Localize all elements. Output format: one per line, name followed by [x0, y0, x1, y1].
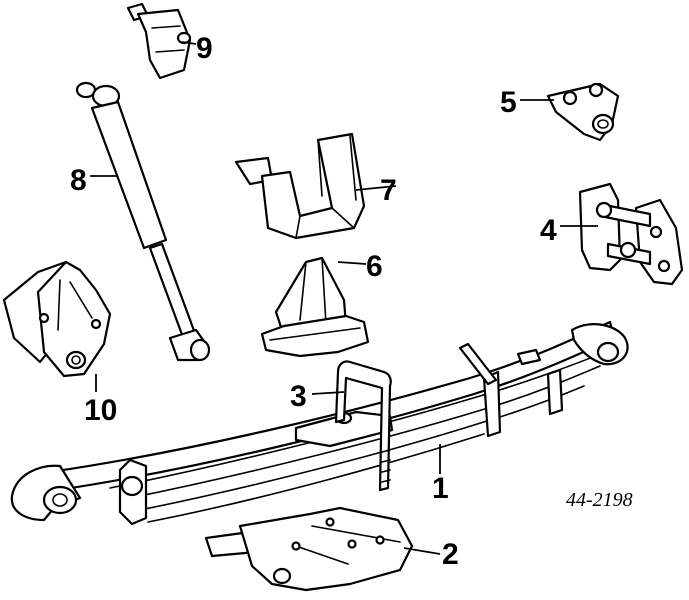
part-6-bump-stop [260, 256, 370, 358]
part-3-u-bolt [334, 360, 392, 492]
leader-2 [403, 547, 441, 555]
callout-9: 9 [196, 32, 213, 65]
part-4-hanger [578, 182, 684, 286]
part-2-spring-plate [204, 506, 414, 592]
leader-3 [311, 391, 345, 395]
callout-1: 1 [432, 472, 449, 505]
callout-2: 2 [442, 538, 459, 571]
leader-9 [181, 41, 197, 45]
part-8-shock-absorber [75, 81, 211, 362]
callout-7: 7 [380, 174, 397, 207]
callout-5: 5 [500, 86, 517, 119]
part-9-bracket [126, 2, 192, 80]
part-10-hanger [2, 260, 112, 378]
callout-8: 8 [70, 164, 87, 197]
leader-6 [337, 261, 367, 265]
callout-6: 6 [366, 250, 383, 283]
callout-4: 4 [540, 214, 557, 247]
part-1-leaf-spring [10, 320, 629, 526]
part-5-shackle [546, 82, 620, 142]
diagram-code: 44-2198 [566, 489, 633, 511]
leader-7 [355, 185, 397, 191]
leader-lines [90, 41, 598, 555]
callout-3: 3 [290, 380, 307, 413]
callout-10: 10 [84, 394, 117, 427]
part-7-bracket [234, 132, 366, 240]
